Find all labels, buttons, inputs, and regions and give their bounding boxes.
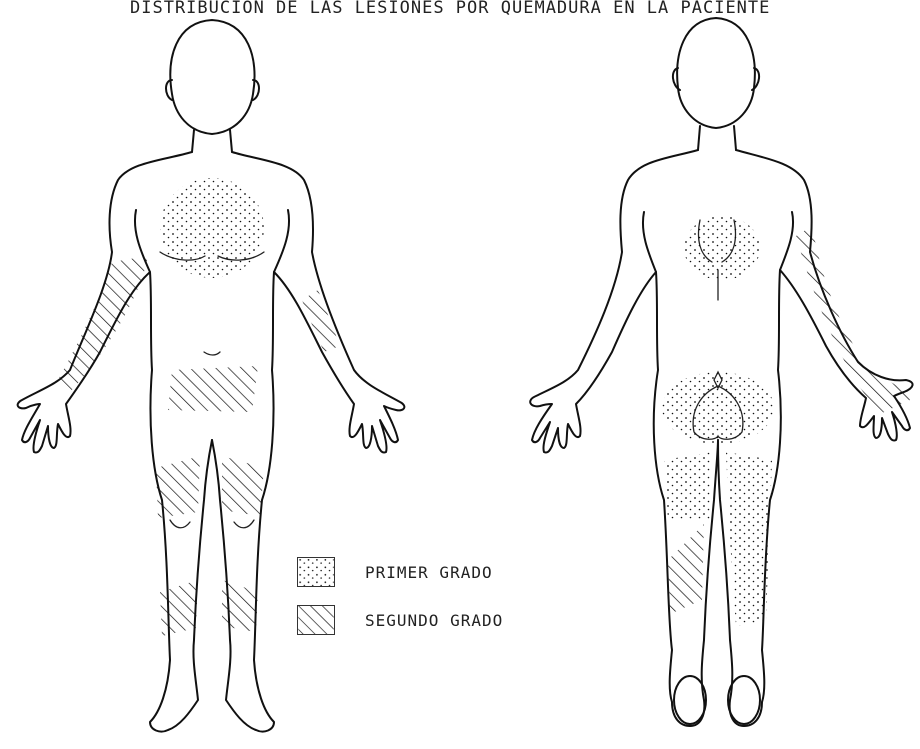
front-right-thigh-second-degree: [156, 456, 200, 518]
front-left-thigh-second-degree: [222, 456, 264, 516]
first-degree-swatch: [297, 557, 335, 587]
front-lower-abdomen-second-degree: [168, 366, 258, 412]
second-degree-swatch: [297, 605, 335, 635]
legend-label-second-degree: SEGUNDO GRADO: [365, 611, 503, 630]
front-right-shin-second-degree: [160, 580, 198, 636]
legend-item-second-degree: SEGUNDO GRADO: [297, 596, 503, 644]
legend-label-first-degree: PRIMER GRADO: [365, 563, 493, 582]
back-buttocks-first-degree: [662, 372, 774, 444]
back-right-calf-second-degree: [668, 524, 704, 614]
front-head: [170, 20, 254, 134]
back-head: [677, 18, 755, 128]
back-figure: [530, 18, 912, 726]
front-right-arm-second-degree: [58, 256, 148, 392]
front-left-shin-second-degree: [222, 580, 258, 632]
front-chest-first-degree: [160, 178, 264, 278]
back-upper-back-first-degree: [684, 216, 760, 280]
legend-item-first-degree: PRIMER GRADO: [297, 548, 503, 596]
legend: PRIMER GRADO SEGUNDO GRADO: [297, 548, 503, 644]
